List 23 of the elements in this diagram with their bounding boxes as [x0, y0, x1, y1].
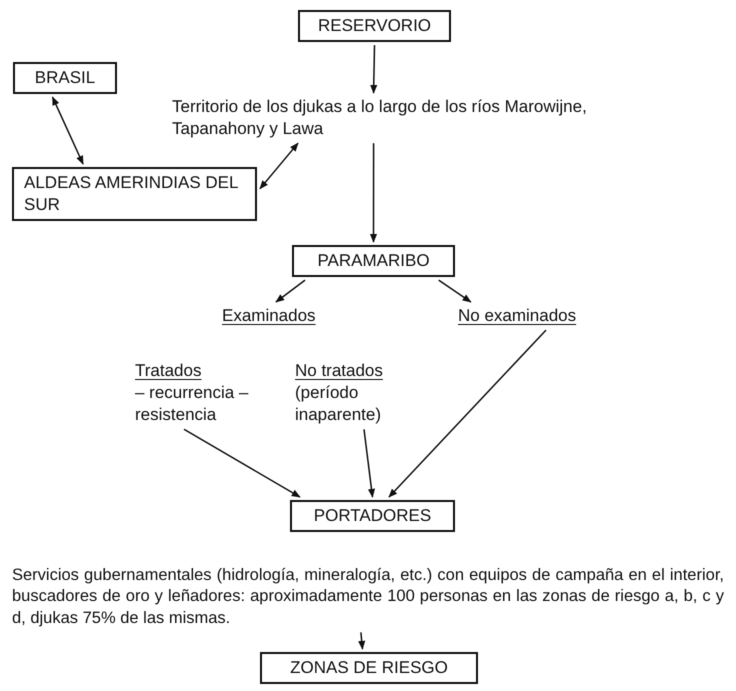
arrow	[363, 429, 376, 498]
label-box: BRASIL	[13, 62, 117, 94]
arrow	[370, 45, 378, 94]
arrow	[358, 632, 366, 650]
text-label: (período inaparente)	[295, 382, 382, 426]
arrow	[438, 279, 472, 303]
heading-label: No tratados	[295, 360, 383, 382]
arrow	[388, 330, 547, 498]
heading-label: Examinados	[222, 305, 316, 327]
arrow	[275, 280, 306, 303]
text-label: – recurrencia – resistencia	[135, 382, 250, 426]
arrow	[52, 96, 84, 165]
arrow	[259, 142, 299, 190]
note-paragraph: Servicios gubernamentales (hidrología, mineralogía, etc.) con equipos de campaña en el interior, buscadores de oro y leñadores: aproximadamente 100 personas en las zonas de riesgo a, b, c y d, djukas 75% de las mismas.	[12, 565, 724, 630]
label-box: ALDEAS AMERINDIAS DEL SUR	[12, 167, 257, 222]
label-box: ZONAS DE RIESGO	[260, 652, 478, 684]
heading-label: Tratados	[135, 360, 202, 382]
arrow	[370, 143, 378, 243]
label-box: PORTADORES	[290, 500, 455, 532]
label-box: RESERVORIO	[298, 10, 451, 42]
label-box: PARAMARIBO	[292, 245, 455, 278]
heading-label: No examinados	[458, 305, 576, 327]
arrow	[184, 428, 301, 498]
